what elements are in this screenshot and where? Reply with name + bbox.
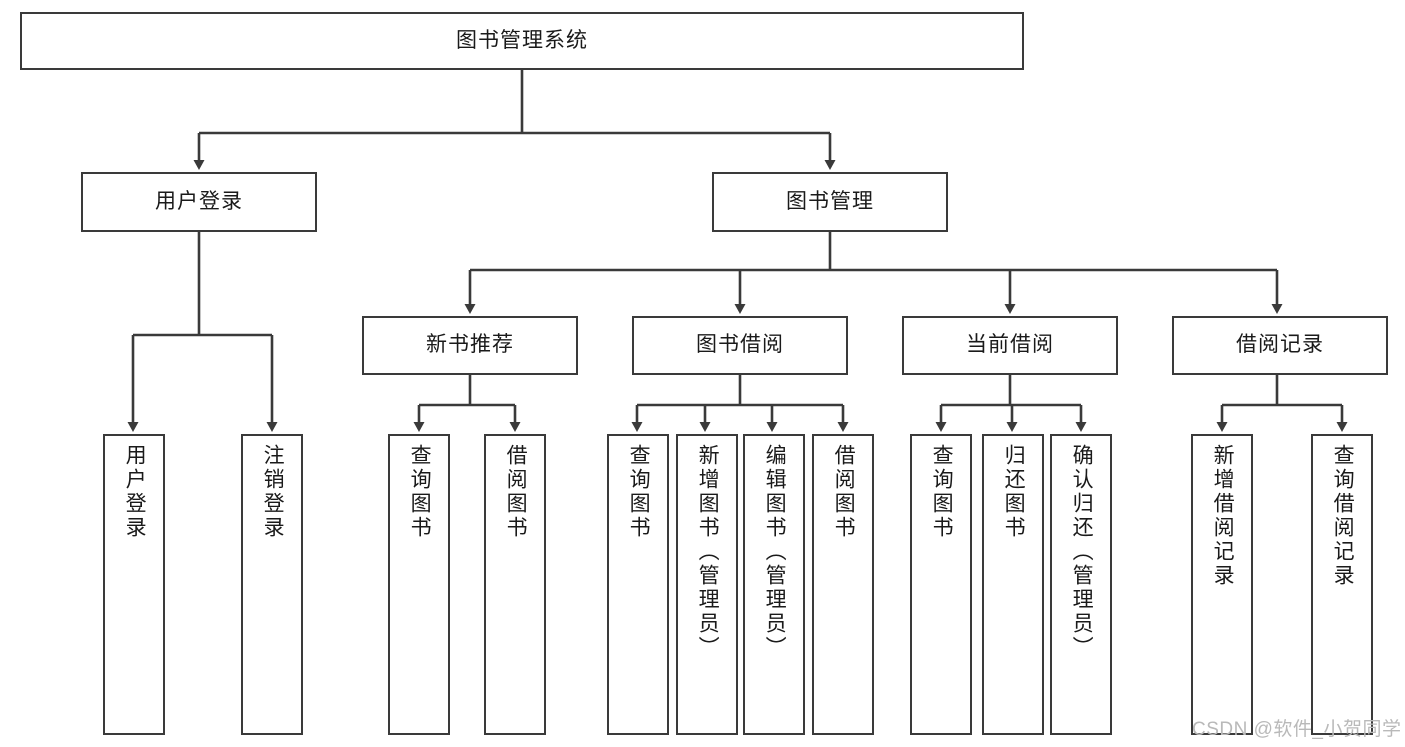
leaf-borrow-query-book-label: 查询图书	[627, 444, 651, 540]
node-book-management-group[interactable]: 图书管理	[712, 172, 948, 232]
leaf-current-query-book-label: 查询图书	[930, 444, 954, 540]
node-root[interactable]: 图书管理系统	[20, 12, 1024, 70]
leaf-recommend-query-book-label: 查询图书	[408, 444, 432, 540]
leaf-borrow-book-label: 借阅图书	[832, 444, 856, 540]
node-borrow-record[interactable]: 借阅记录	[1172, 316, 1388, 375]
leaf-add-borrow-record[interactable]: 新增借阅记录	[1191, 434, 1253, 735]
node-user-login-group[interactable]: 用户登录	[81, 172, 317, 232]
leaf-query-borrow-record-label: 查询借阅记录	[1331, 444, 1355, 588]
node-user-login-group-label: 用户登录	[155, 189, 243, 213]
node-root-label: 图书管理系统	[456, 28, 588, 52]
leaf-return-book-label: 归还图书	[1002, 444, 1026, 540]
node-new-book-recommend-label: 新书推荐	[426, 333, 514, 357]
leaf-return-book[interactable]: 归还图书	[982, 434, 1044, 735]
leaf-recommend-borrow-book[interactable]: 借阅图书	[484, 434, 546, 735]
leaf-add-book-admin[interactable]: 新增图书（管理员）	[676, 434, 738, 735]
node-book-borrow-label: 图书借阅	[696, 333, 784, 357]
leaf-add-book-admin-label: 新增图书（管理员）	[696, 444, 720, 660]
leaf-query-borrow-record[interactable]: 查询借阅记录	[1311, 434, 1373, 735]
node-new-book-recommend[interactable]: 新书推荐	[362, 316, 578, 375]
leaf-confirm-return-admin-label: 确认归还（管理员）	[1070, 444, 1094, 660]
node-current-borrow-label: 当前借阅	[966, 333, 1054, 357]
leaf-user-logout[interactable]: 注销登录	[241, 434, 303, 735]
leaf-add-borrow-record-label: 新增借阅记录	[1211, 444, 1235, 588]
node-book-borrow[interactable]: 图书借阅	[632, 316, 848, 375]
leaf-borrow-book[interactable]: 借阅图书	[812, 434, 874, 735]
leaf-borrow-query-book[interactable]: 查询图书	[607, 434, 669, 735]
node-borrow-record-label: 借阅记录	[1236, 333, 1324, 357]
leaf-recommend-borrow-book-label: 借阅图书	[504, 444, 528, 540]
leaf-edit-book-admin[interactable]: 编辑图书（管理员）	[743, 434, 805, 735]
leaf-current-query-book[interactable]: 查询图书	[910, 434, 972, 735]
leaf-user-login[interactable]: 用户登录	[103, 434, 165, 735]
leaf-recommend-query-book[interactable]: 查询图书	[388, 434, 450, 735]
leaf-user-login-label: 用户登录	[123, 444, 147, 540]
node-book-management-group-label: 图书管理	[786, 189, 874, 213]
leaf-user-logout-label: 注销登录	[261, 444, 285, 540]
leaf-confirm-return-admin[interactable]: 确认归还（管理员）	[1050, 434, 1112, 735]
leaf-edit-book-admin-label: 编辑图书（管理员）	[763, 444, 787, 660]
node-current-borrow[interactable]: 当前借阅	[902, 316, 1118, 375]
